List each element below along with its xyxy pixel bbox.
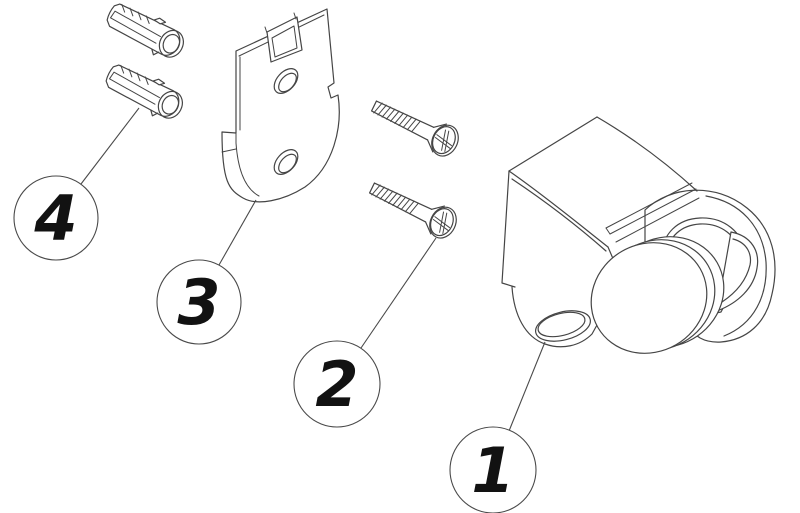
callout-number-2: 2 — [315, 348, 358, 421]
screw-icon-top — [370, 100, 459, 157]
callout-circle-4 — [13, 175, 99, 261]
callout-1: 1 — [449, 426, 537, 513]
leader-line-1 — [508, 341, 546, 432]
callout-number-1: 1 — [471, 434, 514, 507]
leader-line-2 — [360, 237, 437, 349]
shower-bracket-icon — [501, 116, 776, 354]
callout-circle-1 — [449, 426, 537, 513]
wall-plug-icon-top — [106, 3, 184, 58]
screw-icon-bottom — [368, 182, 457, 239]
callout-number-3: 3 — [177, 266, 220, 339]
callout-3: 3 — [156, 259, 242, 345]
callout-2: 2 — [293, 340, 381, 428]
leader-line-3 — [218, 199, 257, 266]
callout-number-4: 4 — [33, 182, 77, 255]
leader-line-4 — [80, 107, 140, 185]
mounting-plate-icon — [221, 8, 340, 203]
callout-circle-3 — [156, 259, 242, 345]
callout-4: 4 — [13, 175, 99, 261]
wall-plug-icon-bottom — [105, 64, 183, 119]
callout-circle-2 — [293, 340, 381, 428]
